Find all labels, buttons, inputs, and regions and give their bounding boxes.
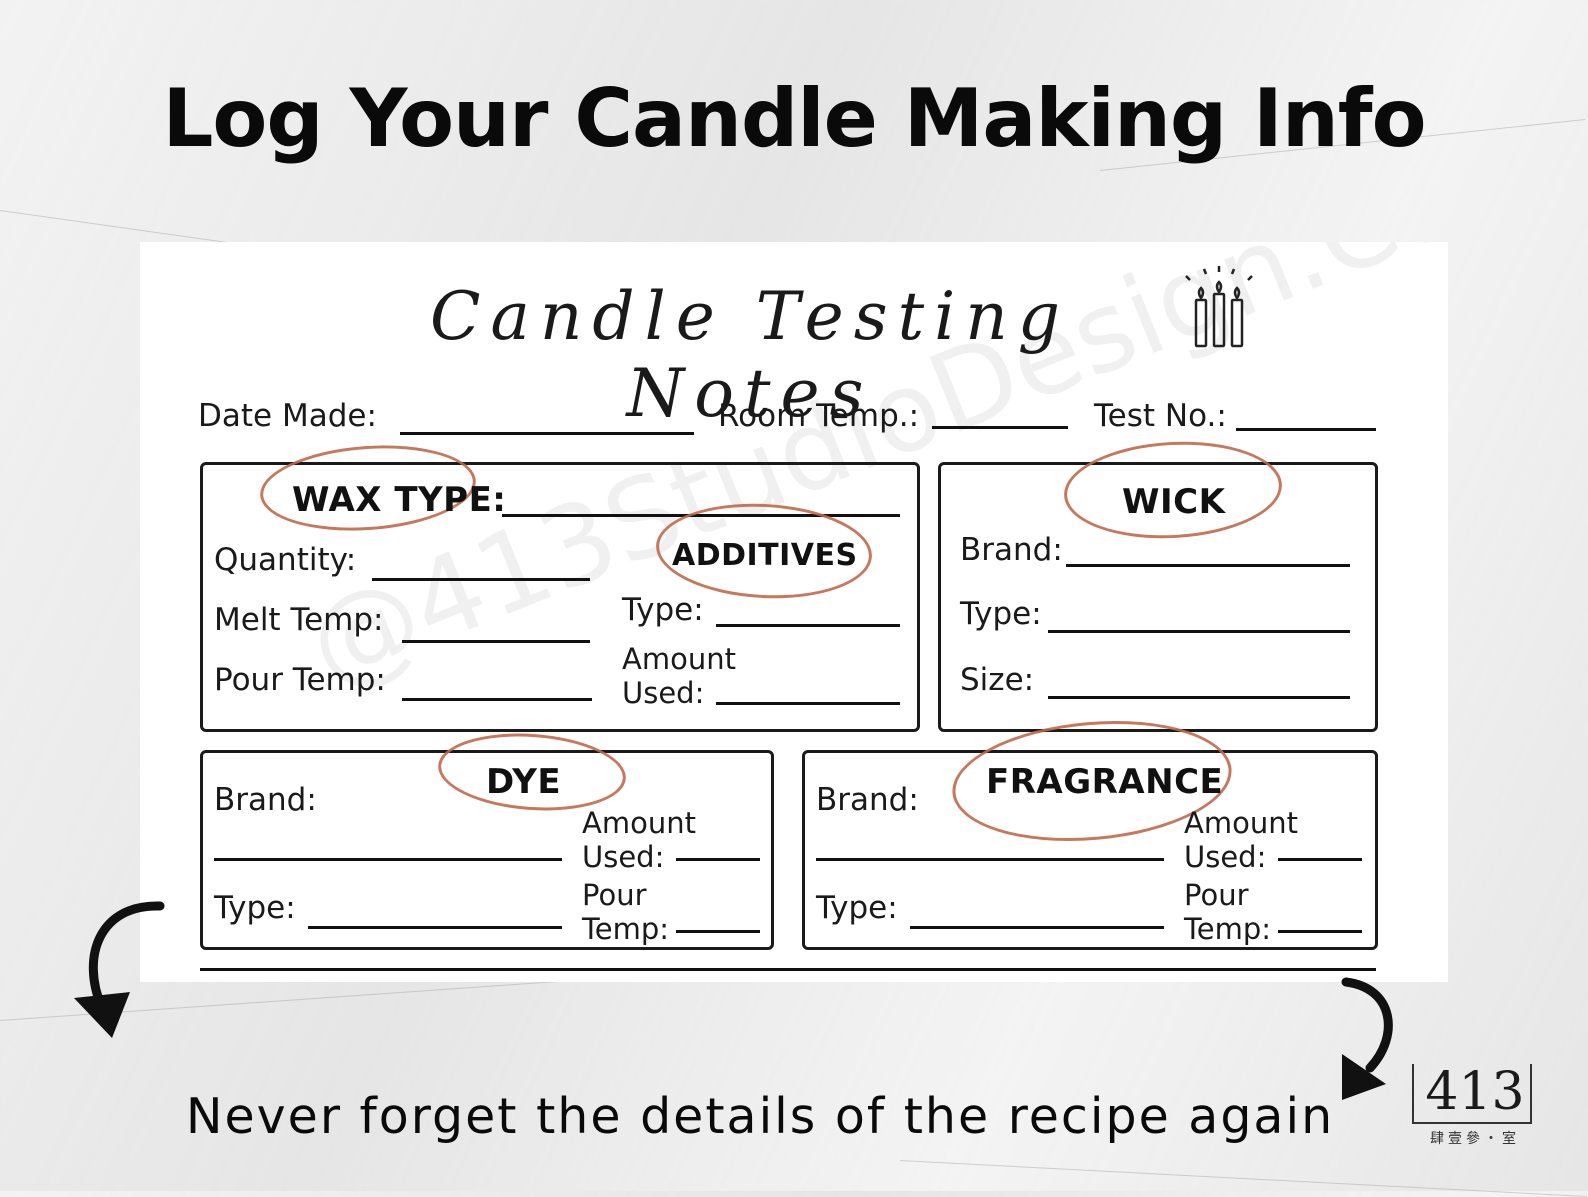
bottom-rule [200, 968, 1376, 971]
melt-temp-line [402, 640, 590, 643]
wick-type-line [1048, 630, 1350, 633]
fragrance-pour-label: Pour [1184, 878, 1249, 912]
dye-pour-temp-line [676, 930, 760, 933]
date-made-label: Date Made: [198, 398, 377, 434]
dye-type-label: Type: [214, 890, 296, 926]
dye-amount-label: Amount [582, 806, 696, 840]
logo-number: 413 [1425, 1062, 1525, 1122]
wick-size-label: Size: [960, 662, 1035, 698]
brand-logo: 413 肆壹參・室 [1412, 1056, 1532, 1148]
candles-icon [1185, 266, 1253, 348]
melt-temp-label: Melt Temp: [214, 602, 384, 638]
additives-type-label: Type: [622, 592, 704, 628]
fragrance-type-line [910, 926, 1164, 929]
room-temp-line [932, 426, 1068, 429]
additives-type-line [716, 624, 900, 627]
wax-type-line [502, 514, 900, 517]
fragrance-temp-label: Temp: [1184, 912, 1272, 946]
curved-arrow-right-icon [1341, 977, 1393, 1100]
fragrance-brand-line [816, 858, 1164, 861]
fragrance-amount-label: Amount [1184, 806, 1298, 840]
quantity-label: Quantity: [214, 542, 357, 578]
curved-arrow-left-icon [74, 901, 165, 1038]
dye-brand-line [214, 858, 562, 861]
additives-amount-line [716, 702, 900, 705]
fragrance-box [802, 750, 1378, 950]
dye-type-line [308, 926, 562, 929]
dye-amount-line [676, 858, 760, 861]
fragrance-type-label: Type: [816, 890, 898, 926]
dye-pour-label: Pour [582, 878, 647, 912]
fragrance-used-label: Used: [1184, 840, 1267, 874]
logo-subtitle: 肆壹參・室 [1430, 1131, 1520, 1147]
dye-heading: DYE [486, 762, 562, 802]
quantity-line [372, 578, 590, 581]
wick-size-line [1048, 696, 1350, 699]
additives-used-label: Used: [622, 676, 705, 710]
wick-heading: WICK [1122, 482, 1226, 522]
wick-brand-line [1066, 564, 1350, 567]
candle-testing-sheet: @413StudioDesign.Co Candle Testing Notes… [140, 242, 1448, 982]
room-temp-label: Room Temp.: [718, 398, 920, 434]
date-made-line [400, 432, 694, 435]
wax-type-heading: WAX TYPE: [292, 480, 507, 520]
tagline: Never forget the details of the recipe a… [185, 1088, 1335, 1145]
pour-temp-label: Pour Temp: [214, 662, 386, 698]
dye-used-label: Used: [582, 840, 665, 874]
wax-box [200, 462, 920, 732]
dye-box [200, 750, 774, 950]
wick-box [938, 462, 1378, 732]
wick-type-label: Type: [960, 596, 1042, 632]
pour-temp-line [402, 698, 592, 701]
fragrance-pour-temp-line [1278, 930, 1362, 933]
sheet-title: Candle Testing Notes [430, 278, 1070, 432]
additives-amount-label: Amount [622, 642, 736, 676]
dye-temp-label: Temp: [582, 912, 670, 946]
fragrance-heading: FRAGRANCE [986, 762, 1224, 802]
headline: Log Your Candle Making Info [162, 72, 1426, 165]
wick-brand-label: Brand: [960, 532, 1063, 568]
fragrance-brand-label: Brand: [816, 782, 919, 818]
fragrance-amount-line [1278, 858, 1362, 861]
test-no-label: Test No.: [1094, 398, 1227, 434]
additives-heading: ADDITIVES [672, 538, 858, 573]
dye-brand-label: Brand: [214, 782, 317, 818]
test-no-line [1236, 428, 1376, 431]
